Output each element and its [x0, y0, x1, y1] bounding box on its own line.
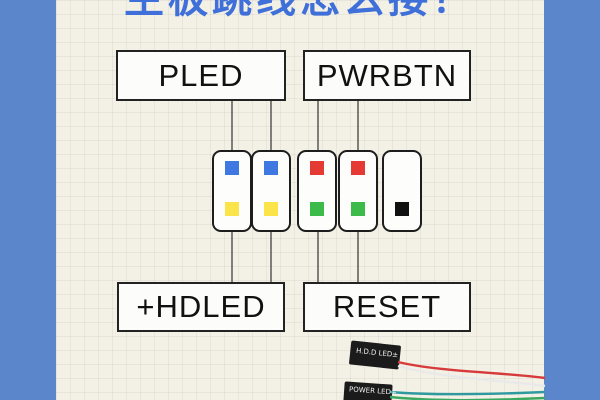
- reset-label: RESET: [332, 289, 442, 324]
- pwrbtn-label: PWRBTN: [316, 57, 458, 93]
- pin-3-top: [310, 161, 324, 175]
- pin-2-top: [264, 161, 278, 175]
- pin-5-bottom: [395, 202, 409, 216]
- hdled-label-box: +HDLED: [117, 282, 285, 332]
- pin-slot-5: [382, 150, 422, 232]
- pin-4-bottom: [351, 202, 365, 216]
- pin-2-bottom: [264, 202, 278, 216]
- power-connector-plug: [343, 381, 393, 400]
- pin-slot-1: [212, 150, 252, 232]
- hdd-cable-white: [397, 364, 546, 388]
- pin-3-bottom: [310, 202, 324, 216]
- power-cable-teal: [389, 390, 546, 396]
- pin-4-top: [351, 161, 365, 175]
- hdd-connector-plug: [349, 340, 401, 370]
- left-blue-frame: [0, 0, 56, 400]
- pin-slot-3: [297, 150, 337, 232]
- page-title: 主板跳线怎么接？: [0, 0, 600, 24]
- pled-label: PLED: [158, 57, 244, 93]
- hdled-label: +HDLED: [136, 289, 266, 324]
- pin-slot-2: [251, 150, 291, 232]
- hdd-cable-red: [397, 360, 546, 380]
- reset-label-box: RESET: [303, 282, 471, 332]
- pwrbtn-label-box: PWRBTN: [303, 50, 471, 101]
- pled-label-box: PLED: [116, 50, 286, 101]
- pin-1-top: [225, 161, 239, 175]
- right-blue-frame: [544, 0, 600, 400]
- power-cable-green: [389, 395, 546, 400]
- pin-1-bottom: [225, 202, 239, 216]
- pin-slot-4: [338, 150, 378, 232]
